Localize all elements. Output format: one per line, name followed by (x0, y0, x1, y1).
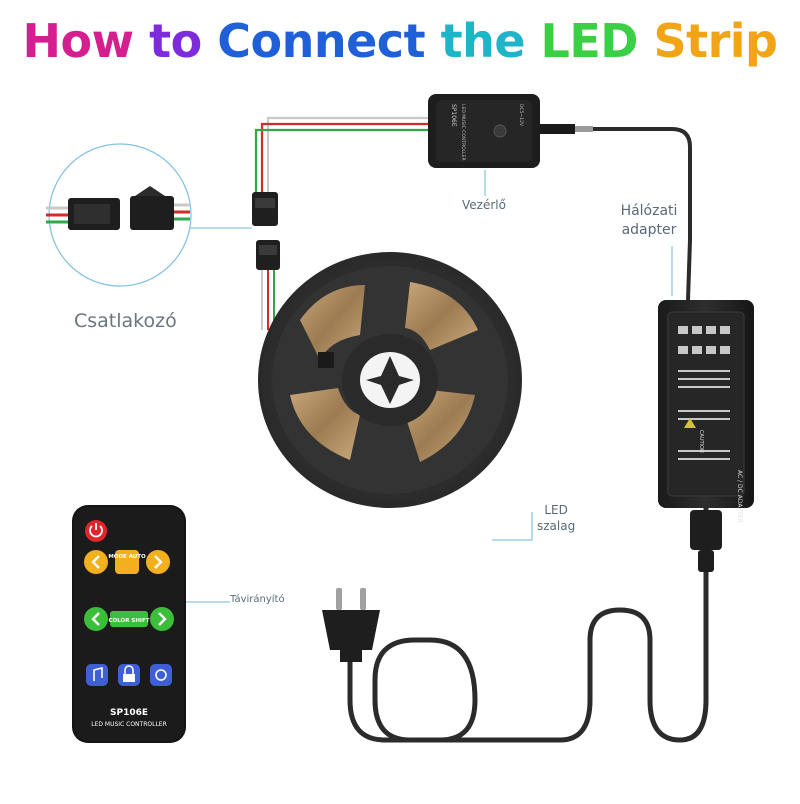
controller-model-text: SP106E (450, 104, 457, 127)
color-shift-button-text: COLOR SHIFT (109, 618, 150, 624)
chevron-left-icon (84, 550, 108, 574)
title-word: Strip (653, 14, 778, 68)
adapter-caption-text: AC / DC ADAPTER (736, 470, 743, 523)
title-word: Connect (217, 14, 426, 68)
adapter-device (658, 300, 754, 508)
music-note-icon (86, 664, 108, 686)
strip-label-line1: LED (544, 503, 568, 517)
connector-label: Csatlakozó (74, 310, 177, 332)
remote-model-text: SP106E (110, 708, 148, 718)
strip-label-line2: szalag (537, 519, 576, 533)
title-word: LED (540, 14, 639, 68)
remote-label: Távirányító (230, 594, 285, 605)
page-title: How to Connect the LED Strip (0, 14, 800, 68)
title-word: How (22, 14, 135, 68)
connector-zoom (46, 143, 192, 287)
connector-small (252, 192, 280, 270)
adapter-label-line1: Hálózati (620, 203, 678, 219)
led-reel (258, 252, 522, 508)
plug-device (322, 588, 380, 662)
strip-label: LED szalag (537, 502, 575, 534)
mode-auto-button-text: MODE AUTO (108, 554, 146, 560)
controller-device (428, 94, 593, 168)
music-settings-icon (150, 664, 172, 686)
chevron-right-icon (146, 550, 170, 574)
strip-leader (492, 512, 533, 541)
ac-cable (347, 505, 709, 743)
dc-cable (593, 127, 692, 301)
title-word: the (440, 14, 526, 68)
controller-voltage-text: DC5~12V (518, 104, 524, 127)
power-icon (85, 520, 107, 542)
title-word: to (149, 14, 202, 68)
controller-caption-text: LED MUSIC CONTROLLER (460, 104, 466, 161)
music-note-icon (493, 124, 507, 138)
rgb-wires (254, 116, 430, 195)
adapter-label-line2: adapter (621, 222, 677, 238)
adapter-warning-text: CAUTION (698, 430, 704, 453)
adapter-label: Hálózati adapter (612, 202, 686, 240)
controller-label: Vezérlő (462, 198, 506, 212)
remote-device (72, 505, 186, 743)
remote-caption-text: LED MUSIC CONTROLLER (91, 721, 167, 728)
